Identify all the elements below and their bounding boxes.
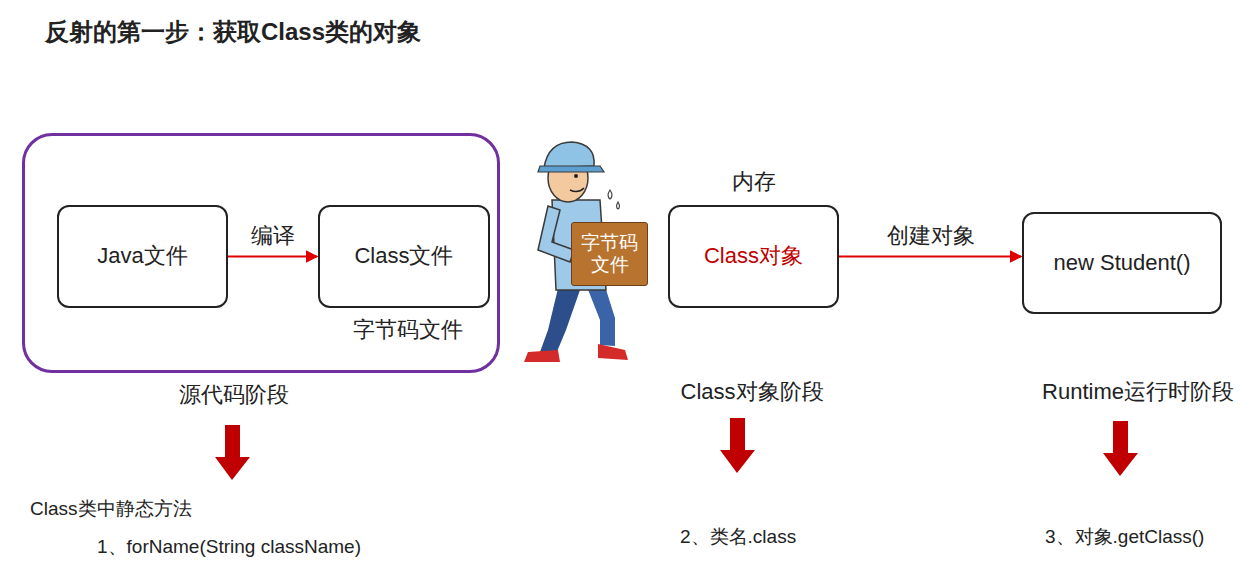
edge-label: 编译 bbox=[249, 221, 297, 251]
node-text: new Student() bbox=[1054, 250, 1191, 276]
node-text: Class对象 bbox=[704, 243, 803, 269]
eye bbox=[574, 174, 578, 178]
shoe bbox=[524, 350, 560, 362]
node-text: Java文件 bbox=[97, 243, 187, 269]
sweat-drop bbox=[608, 190, 612, 199]
flow-arrow bbox=[228, 256, 317, 258]
down-arrow bbox=[225, 425, 240, 457]
arm bbox=[538, 206, 574, 262]
cap bbox=[544, 142, 594, 168]
sweat-drop bbox=[617, 202, 620, 209]
stage-caption: Class对象阶段 bbox=[680, 377, 823, 407]
node-text: Class文件 bbox=[354, 243, 453, 269]
stage-caption: 源代码阶段 bbox=[179, 382, 289, 408]
method-note: Class类中静态方法 bbox=[30, 496, 192, 522]
method-note: 2、类名.class bbox=[680, 524, 796, 550]
leg bbox=[540, 280, 580, 354]
method-note: 3、对象.getClass() bbox=[1045, 524, 1204, 550]
down-arrows bbox=[215, 418, 1138, 480]
edge-label: 创建对象 bbox=[885, 221, 977, 251]
down-arrow bbox=[720, 450, 755, 473]
mouth bbox=[570, 188, 584, 192]
stage-caption: 内存 bbox=[732, 169, 776, 195]
shoe bbox=[598, 344, 628, 360]
memory-box: 内存Class对象 bbox=[668, 205, 839, 308]
cap-brim bbox=[538, 166, 604, 172]
object-box: new Student() bbox=[1022, 212, 1222, 314]
stage-caption: 字节码文件 bbox=[353, 317, 463, 343]
down-arrow bbox=[1113, 421, 1128, 453]
down-arrow bbox=[1103, 453, 1138, 476]
method-note: 1、forName(String className) bbox=[97, 534, 361, 560]
flow-arrow bbox=[839, 256, 1021, 258]
stage-region: 源代码阶段Java文件Class文件字节码文件 bbox=[22, 133, 500, 373]
file-box: Class文件字节码文件 bbox=[318, 205, 490, 308]
down-arrow bbox=[730, 418, 745, 450]
file-box: Java文件 bbox=[57, 205, 228, 308]
node-text: 字节码文件 bbox=[581, 232, 638, 276]
carried-box: 字节码文件 bbox=[571, 222, 648, 286]
title: 反射的第一步：获取Class类的对象 bbox=[45, 16, 421, 48]
down-arrow bbox=[215, 457, 250, 480]
stage-caption: Runtime运行时阶段 bbox=[1042, 377, 1234, 407]
